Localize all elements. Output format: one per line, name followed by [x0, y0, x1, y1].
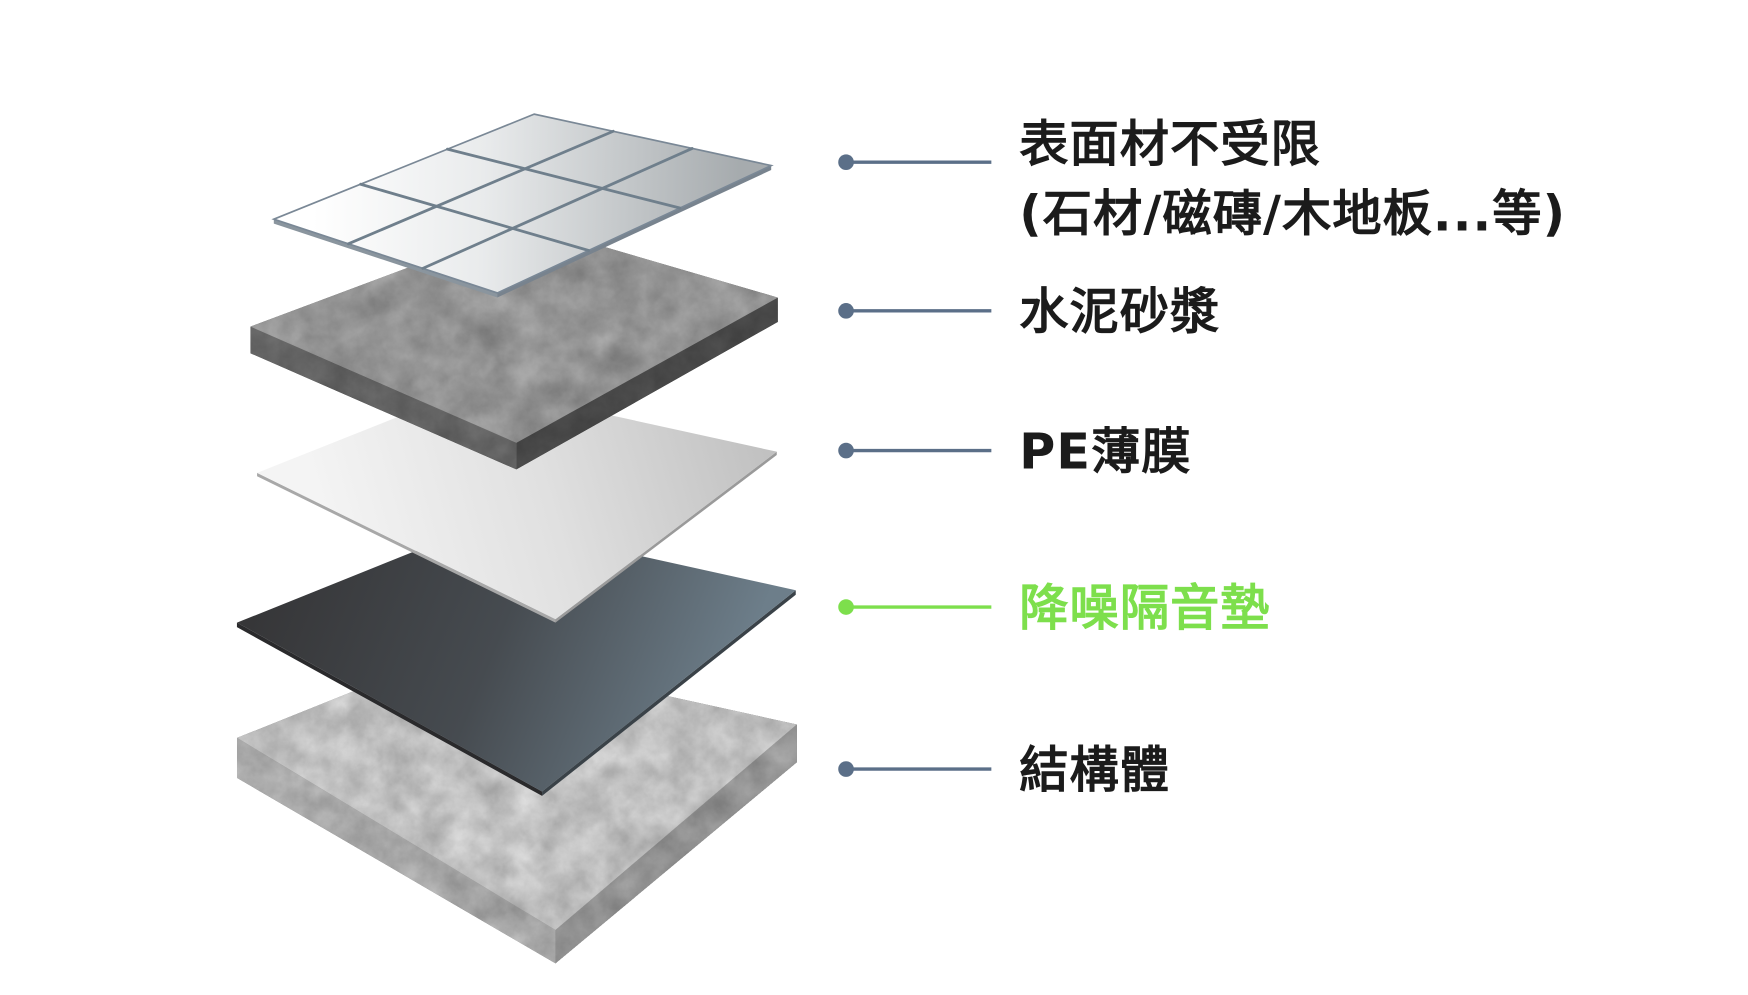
mortar-side-left	[250, 326, 517, 470]
pe-film-edge-left	[257, 472, 556, 623]
sound-pad-edge-left	[236, 622, 543, 796]
leader-dot	[838, 303, 854, 319]
mortar-side-right	[516, 297, 778, 470]
label-pe-film: PE薄膜	[838, 422, 1191, 480]
tile-layer	[271, 113, 774, 298]
leader-dot	[838, 761, 854, 777]
tile-grid-line	[445, 147, 682, 210]
label-text-line1: 表面材不受限	[1019, 115, 1321, 173]
sound-pad-edge-right	[542, 590, 796, 796]
tile-grid	[346, 129, 694, 270]
label-text-line2: (石材/磁磚/木地板...等)	[1019, 184, 1566, 242]
pe-film-top	[257, 385, 777, 620]
structure-side-left	[236, 737, 556, 964]
label-text: 水泥砂漿	[1019, 283, 1220, 341]
label-text: PE薄膜	[1019, 422, 1191, 480]
tile-grid-line	[346, 129, 615, 246]
tile-grid-line	[421, 147, 694, 270]
tile-edge-left	[273, 219, 498, 298]
label-structure: 結構體	[838, 741, 1170, 799]
structure-top	[236, 649, 797, 931]
mortar-top	[250, 223, 778, 443]
structure-side-right	[555, 724, 797, 964]
tile-edge-right	[497, 165, 772, 298]
pe-film-layer	[257, 385, 777, 623]
leader-dot	[838, 154, 854, 171]
label-text: 結構體	[1019, 741, 1170, 799]
tile-grid-line	[359, 182, 591, 252]
sound-pad-top	[236, 522, 796, 792]
leader-dot	[838, 442, 854, 459]
label-cement-mortar: 水泥砂漿	[838, 283, 1220, 341]
label-sound-pad: 降噪隔音墊	[838, 579, 1270, 637]
leader-dot	[838, 599, 854, 615]
sound-pad-layer	[236, 522, 796, 796]
pe-film-edge-right	[555, 451, 777, 623]
mortar-slab	[250, 223, 778, 470]
structure-slab	[236, 649, 797, 964]
label-text: 降噪隔音墊	[1019, 579, 1270, 637]
label-surface-material: 表面材不受限 (石材/磁磚/木地板...等)	[838, 115, 1566, 242]
